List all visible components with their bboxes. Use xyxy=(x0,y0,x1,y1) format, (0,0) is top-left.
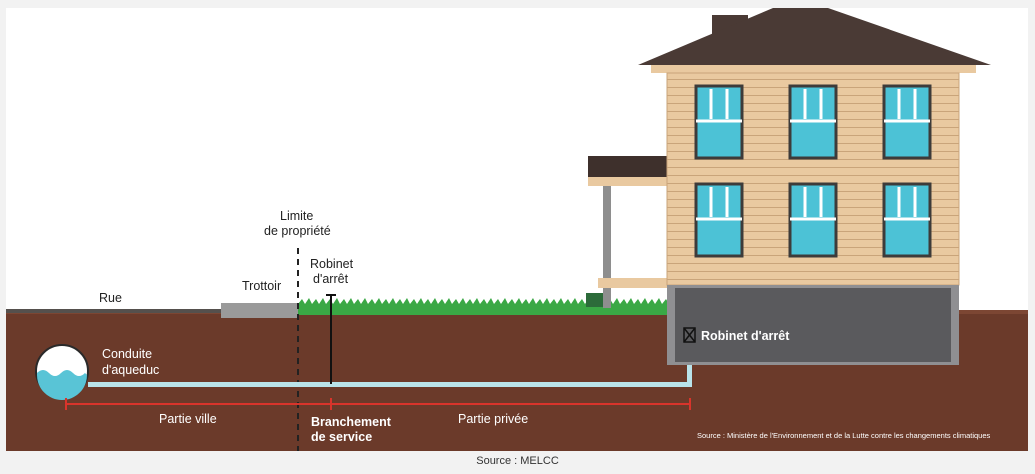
measure-line xyxy=(65,398,691,410)
label-conduite-line2: d'aqueduc xyxy=(102,363,159,377)
street-surface xyxy=(6,309,222,313)
sidewalk xyxy=(221,303,298,318)
label-branchement-line1: Branchement xyxy=(311,415,392,429)
figure-source-note: Source : Ministère de l'Environnement et… xyxy=(697,431,991,440)
porch xyxy=(588,156,670,308)
label-robinet-line1: Robinet xyxy=(310,257,354,271)
water-service-diagram: Rue Trottoir Limite de propriété Robinet… xyxy=(6,8,1028,451)
shutoff-valve-icon xyxy=(326,294,336,384)
label-robinet-house: Robinet d'arrêt xyxy=(701,329,790,343)
label-limite-line1: Limite xyxy=(280,209,313,223)
label-conduite-line1: Conduite xyxy=(102,347,152,361)
label-limite-line2: de propriété xyxy=(264,224,331,238)
label-partie-privee: Partie privée xyxy=(458,412,528,426)
label-robinet-line2: d'arrêt xyxy=(313,272,349,286)
water-main-icon xyxy=(35,344,89,400)
label-branchement-line2: de service xyxy=(311,430,372,444)
label-rue: Rue xyxy=(99,291,122,305)
grass xyxy=(298,293,676,315)
house-illustration xyxy=(638,8,991,365)
image-caption: Source : MELCC xyxy=(476,455,559,467)
label-trottoir: Trottoir xyxy=(242,279,281,293)
label-partie-ville: Partie ville xyxy=(159,412,217,426)
indoor-valve-icon xyxy=(683,327,696,343)
diagram-figure: Rue Trottoir Limite de propriété Robinet… xyxy=(6,8,1028,451)
